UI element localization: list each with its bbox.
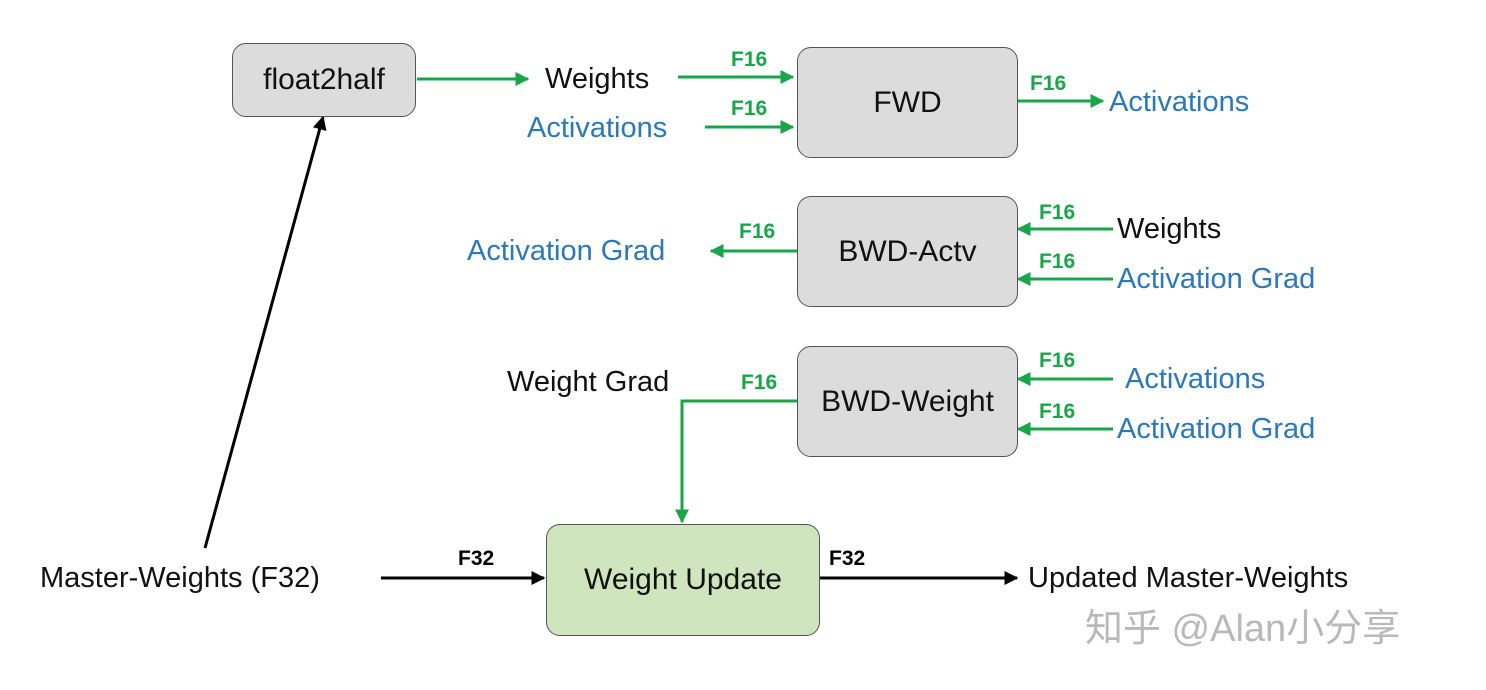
arrow-master-weights-to-float2half [203,115,327,549]
watermark: 知乎 @Alan小分享 [1085,608,1401,650]
label-activation-grad-bwdw-in: Activation Grad [1117,413,1316,445]
bwd-weight-node: BWD-Weight [797,346,1018,457]
label-master-weights: Master-Weights (F32) [40,562,320,594]
tag-f16-activation-grad-bwd: F16 [1039,250,1076,273]
tag-f32-update-out: F32 [829,547,866,570]
tag-f16-activations-bwdw: F16 [1039,349,1076,372]
tag-f16-weight-grad: F16 [741,371,778,394]
fwd-node: FWD [797,47,1018,158]
label-weight-grad: Weight Grad [507,366,670,398]
tag-f16-weights-fwd: F16 [731,48,768,71]
tag-f32-master-in: F32 [458,547,495,570]
label-weights-fwd-in: Weights [545,63,650,95]
weight-update-node: Weight Update [546,524,820,636]
label-activations-bwdw-in: Activations [1125,363,1266,395]
float2half-node: float2half [232,43,416,117]
label-weights-bwd-in: Weights [1117,213,1222,245]
tag-f16-weights-bwd: F16 [1039,201,1076,224]
arrow-bwd-weight-to-weight-update [675,399,797,524]
label-activations-fwd-in: Activations [527,112,668,144]
tag-f16-activations-fwd: F16 [731,97,768,120]
label-updated-master-weights: Updated Master-Weights [1028,562,1349,594]
label-activation-grad-out: Activation Grad [467,235,666,267]
label-activations-fwd-out: Activations [1109,86,1250,118]
tag-f16-activation-grad-bwdw: F16 [1039,400,1076,423]
tag-f16-fwd-out: F16 [1030,72,1067,95]
tag-f16-bwd-actv-out: F16 [739,220,776,243]
label-activation-grad-bwd-in: Activation Grad [1117,263,1316,295]
bwd-actv-node: BWD-Actv [797,196,1018,307]
